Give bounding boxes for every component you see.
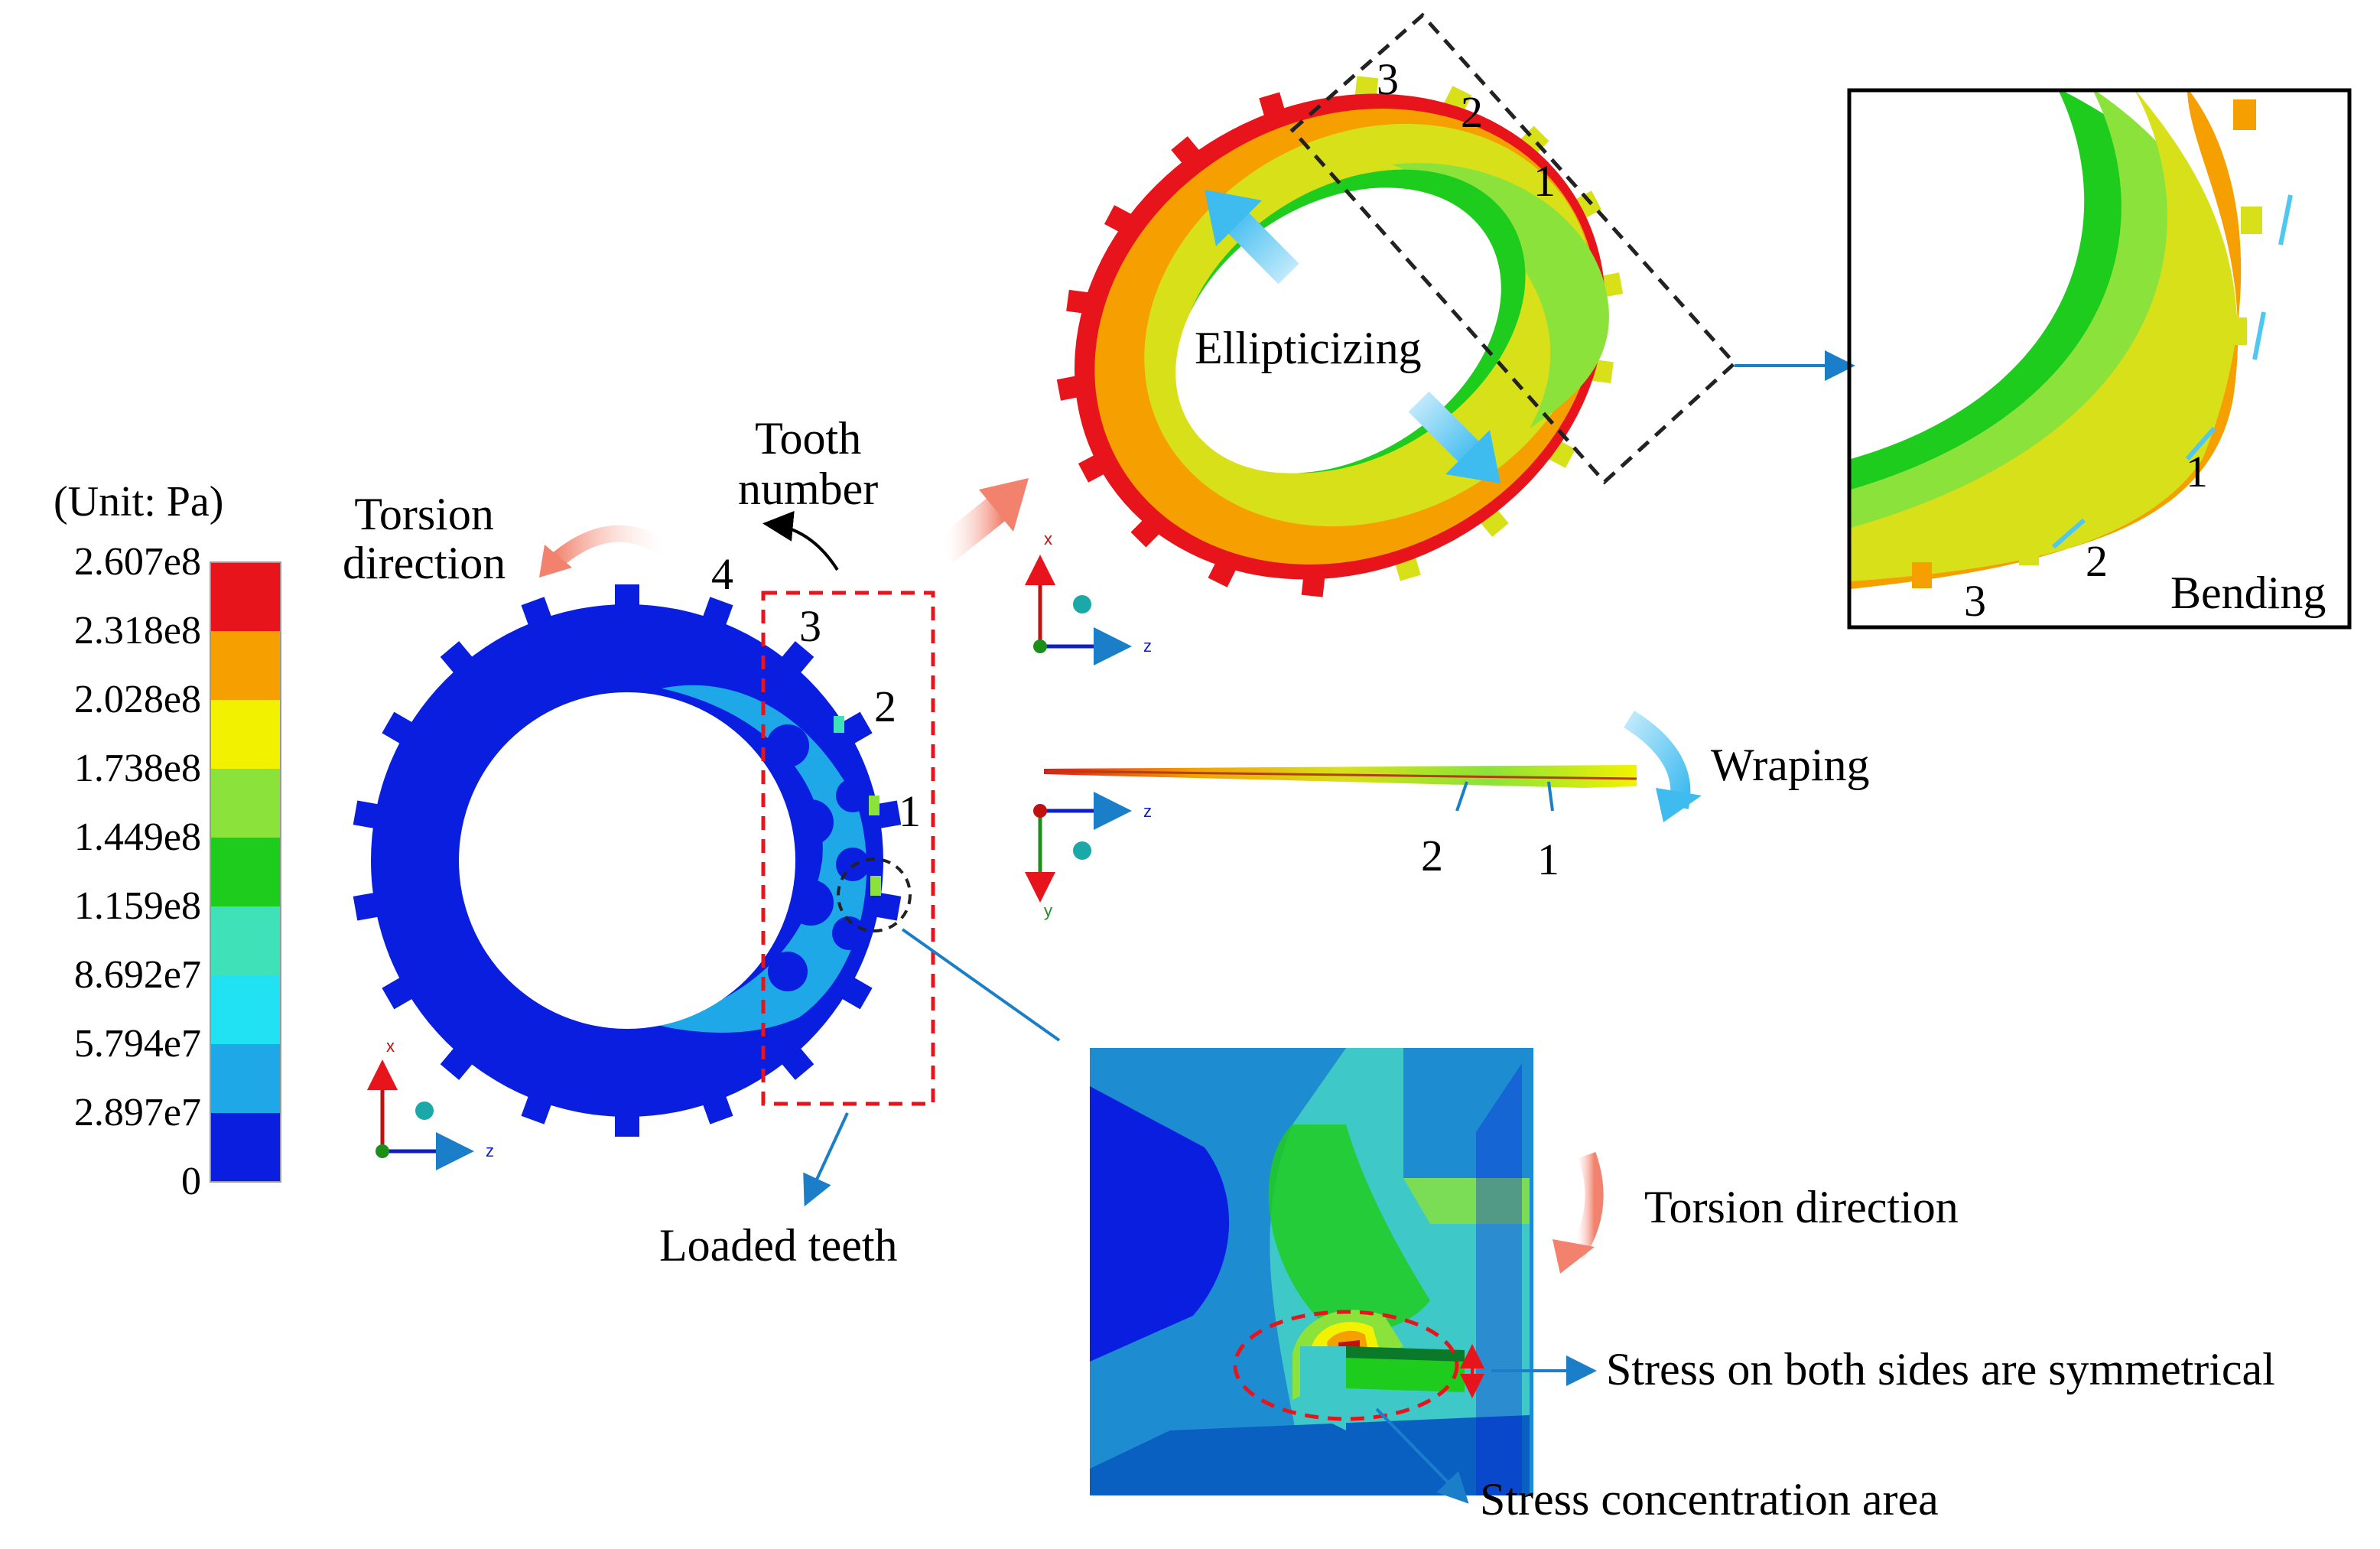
bend-tooth-2: 2 <box>2086 536 2108 586</box>
torsion-direction-text: Torsion direction <box>343 489 506 588</box>
legend-swatch <box>210 838 281 906</box>
legend-swatch <box>210 975 281 1044</box>
axis-triad-ellipse: x z <box>1025 529 1152 665</box>
tooth-root-detail <box>1090 1048 1604 1495</box>
concentration-leader <box>1375 1407 1469 1504</box>
ellipse-tooth-1: 1 <box>1533 156 1556 206</box>
legend-swatch <box>210 631 281 700</box>
bending-label: Bending <box>2170 568 2326 618</box>
legend-tick-label: 0 <box>181 1160 201 1203</box>
svg-text:z: z <box>1143 636 1152 656</box>
legend-tick-label: 1.159e8 <box>73 884 201 928</box>
legend-title: (Unit: Pa) <box>54 478 224 526</box>
bending-detail <box>1847 88 2352 630</box>
ring-tooth-1: 1 <box>899 786 921 836</box>
svg-text:x: x <box>386 1036 395 1056</box>
bend-tooth-1: 1 <box>2186 447 2208 496</box>
warp-tooth-2: 2 <box>1421 831 1443 880</box>
legend-swatch <box>210 562 281 631</box>
svg-text:y: y <box>1044 901 1052 920</box>
warping-view <box>1044 710 1702 822</box>
legend-swatch <box>210 906 281 975</box>
loaded-teeth-leader <box>803 1112 849 1207</box>
detail-marker-circle <box>837 857 912 932</box>
svg-text:x: x <box>1044 529 1052 548</box>
ring-tooth-2: 2 <box>874 682 896 731</box>
torsion-direction-detail-label: Torsion direction <box>1644 1182 1959 1232</box>
ellipticizing-label: Ellipticizing <box>1195 323 1422 373</box>
stress-concentration-label: Stress concentration area <box>1480 1474 1939 1525</box>
legend-tick-label: 2.318e8 <box>73 609 201 652</box>
legend-colorbar <box>210 561 281 1183</box>
legend-tick-label: 8.692e7 <box>73 953 201 997</box>
tooth-number-text: Tooth number <box>738 413 879 514</box>
axis-triad-warp: y z <box>1025 792 1152 920</box>
bending-frame <box>1847 88 2352 630</box>
legend-tick-label: 1.449e8 <box>73 815 201 859</box>
legend-swatch <box>210 1044 281 1113</box>
bend-tooth-3: 3 <box>1964 576 1986 626</box>
axis-triad-ring: x z <box>367 1036 494 1170</box>
ellipse-tooth-2: 2 <box>1461 87 1483 137</box>
legend-tick-label: 1.738e8 <box>73 747 201 790</box>
legend-swatch <box>210 1113 281 1182</box>
legend-swatch <box>210 769 281 838</box>
svg-text:z: z <box>486 1141 494 1160</box>
ring-tooth-3: 3 <box>799 601 821 651</box>
warp-tooth-1: 1 <box>1537 835 1559 884</box>
deformation-arrow <box>935 493 1011 562</box>
loaded-teeth-label: Loaded teeth <box>659 1220 898 1271</box>
legend-tick-label: 2.607e8 <box>73 540 201 584</box>
spline-ring <box>353 584 902 1137</box>
bending-zone-box <box>1289 12 1738 485</box>
legend-tick-label: 5.794e7 <box>73 1022 201 1066</box>
tooth-number-arrow <box>762 510 839 571</box>
tooth-number-label: Tooth number <box>738 413 878 514</box>
wraping-label: Wraping <box>1711 740 1870 790</box>
torsion-arrow-top <box>548 525 671 569</box>
ellipticizing-arrows <box>1205 190 1501 483</box>
ring-bore <box>459 692 795 1029</box>
ring-tooth-4: 4 <box>711 549 733 599</box>
stress-symmetric-label: Stress on both sides are symmetrical <box>1606 1344 2275 1394</box>
torsion-direction-label: Torsion direction <box>343 490 506 587</box>
stress-concentration-circle <box>1233 1310 1459 1421</box>
ellipse-tooth-3: 3 <box>1377 54 1399 104</box>
legend-tick-label: 2.897e7 <box>73 1091 201 1134</box>
legend-swatch <box>210 700 281 769</box>
detail-leader <box>901 928 1061 1042</box>
svg-text:z: z <box>1143 802 1152 821</box>
loaded-teeth-box <box>761 591 935 1106</box>
loaded-zone <box>658 685 867 1033</box>
legend-tick-label: 2.028e8 <box>73 678 201 721</box>
